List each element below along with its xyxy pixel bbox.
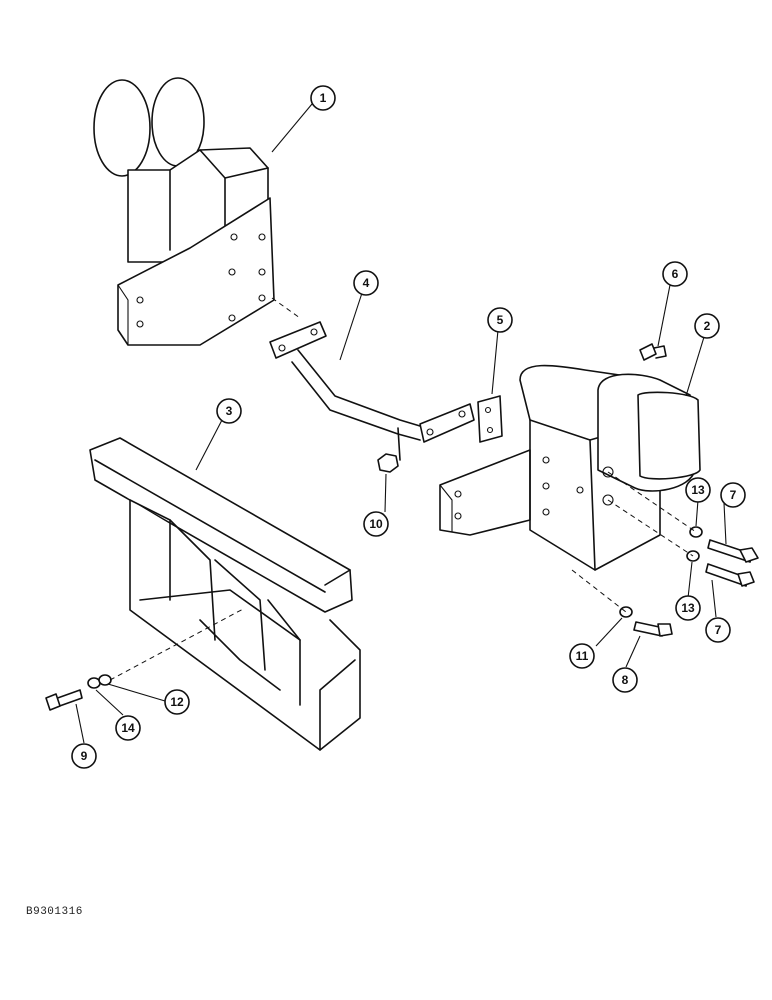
leader-lines [75,103,727,744]
part-12-14-washers [87,674,112,689]
svg-text:7: 7 [715,623,722,637]
callout-13a: 13 [685,477,711,503]
callout-2: 2 [694,313,720,339]
svg-text:9: 9 [81,749,88,763]
svg-text:12: 12 [170,695,184,709]
part-3-carrier [89,437,361,751]
callout-10: 10 [363,511,389,537]
callout-12: 12 [164,689,190,715]
part-10-nut [377,453,399,473]
part-2-weight-right [439,364,701,571]
part-5-plate [477,395,503,443]
svg-text:7: 7 [730,488,737,502]
figure-code: B9301316 [26,906,83,918]
part-13-washers [686,526,703,562]
callout-3: 3 [216,398,242,424]
callout-6: 6 [662,261,688,287]
callout-5: 5 [487,307,513,333]
callout-14: 14 [115,715,141,741]
callout-9: 9 [71,743,97,769]
part-9-bolt [45,689,83,711]
svg-text:10: 10 [369,517,383,531]
part-1-weight-bracket [93,77,275,346]
callout-1: 1 [310,85,336,111]
part-11-washer [619,606,633,618]
part-8-bolt [633,621,673,637]
svg-text:11: 11 [576,649,589,663]
alignment-lines [109,297,697,681]
svg-text:1: 1 [320,91,327,105]
callout-7a: 7 [720,482,746,508]
svg-text:5: 5 [497,313,504,327]
svg-text:2: 2 [704,319,711,333]
svg-text:4: 4 [363,276,370,290]
svg-text:6: 6 [672,267,679,281]
callout-7b: 7 [705,617,731,643]
part-4-link-bar [269,321,475,461]
callout-13b: 13 [675,595,701,621]
svg-text:3: 3 [226,404,233,418]
svg-text:13: 13 [691,483,705,497]
svg-text:14: 14 [121,721,135,735]
svg-text:13: 13 [681,601,695,615]
callout-4: 4 [353,270,379,296]
callout-8: 8 [612,667,638,693]
svg-text:8: 8 [622,673,629,687]
part-7-bolts [705,539,759,587]
part-6-bolt [639,343,667,361]
callout-11: 11 [569,643,595,669]
